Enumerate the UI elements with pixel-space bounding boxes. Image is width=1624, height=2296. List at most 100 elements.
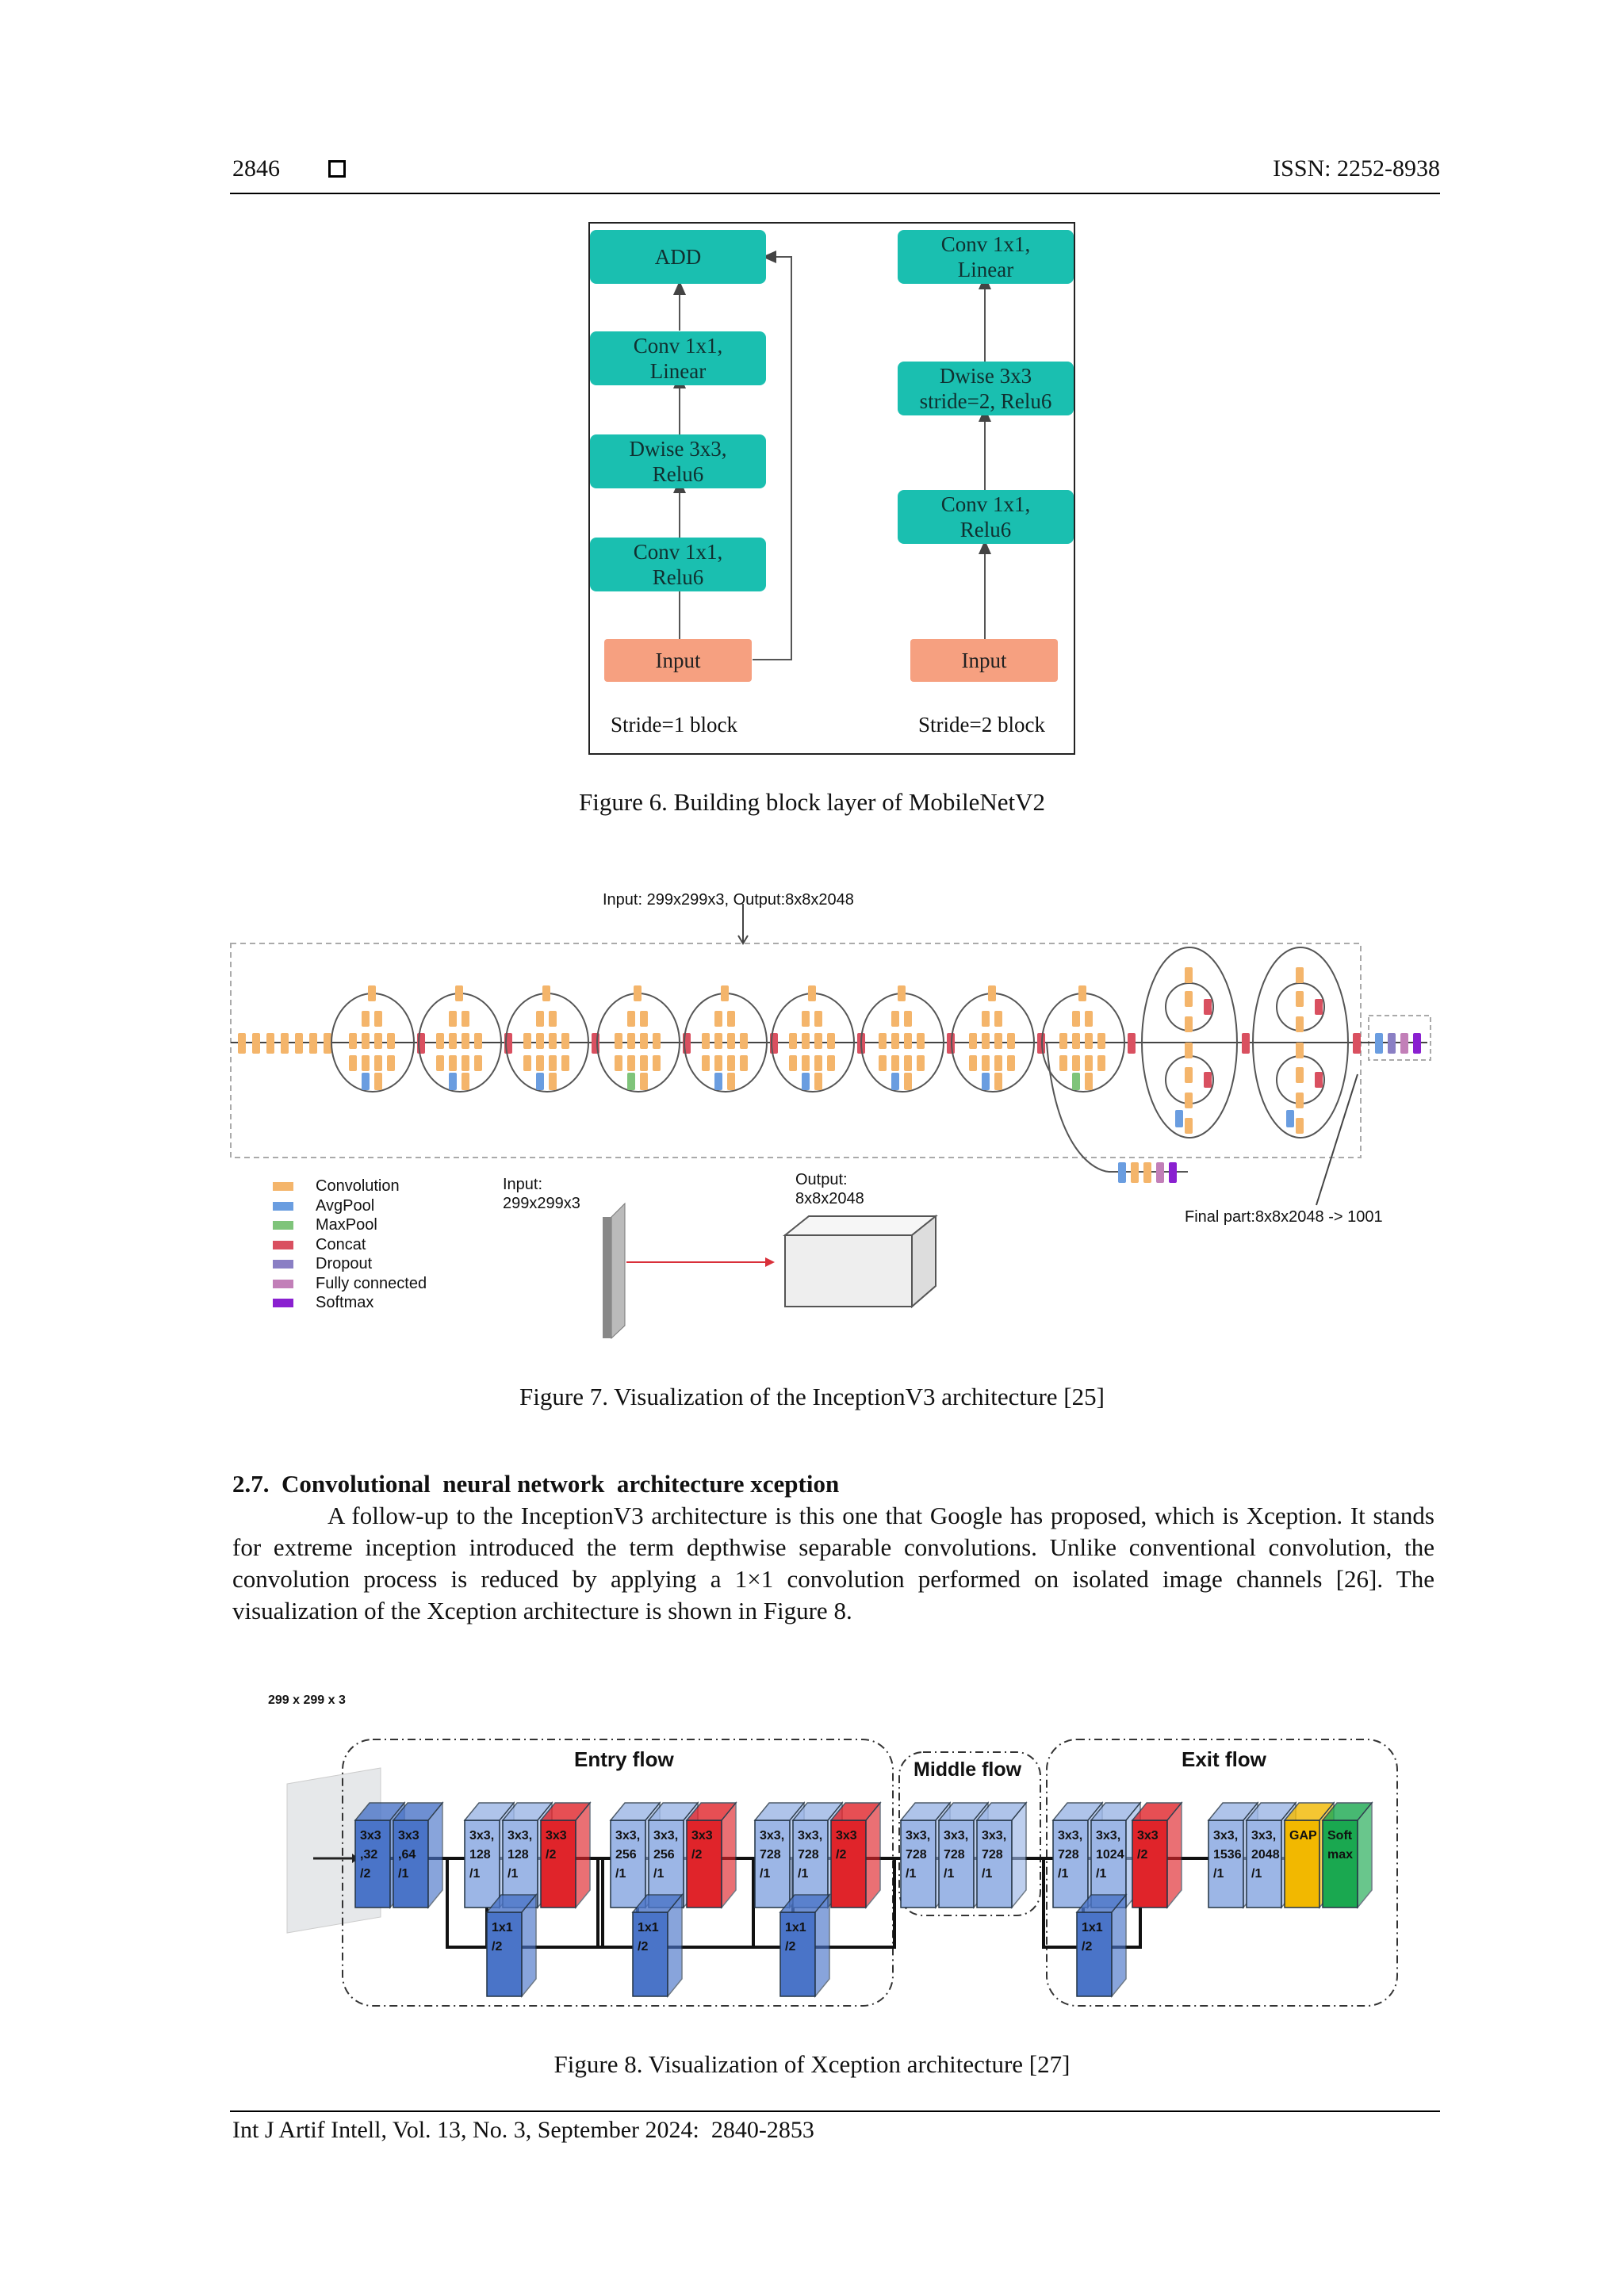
conv-layer bbox=[1085, 1011, 1093, 1027]
conv-layer bbox=[374, 1055, 382, 1071]
shortcut-s2-side bbox=[667, 1892, 683, 1999]
block-e3-text: 3x3 bbox=[1137, 1829, 1159, 1843]
conv-layer bbox=[462, 1011, 469, 1027]
block-b8-text: 3x3 bbox=[691, 1829, 713, 1843]
conv-layer bbox=[982, 1055, 990, 1071]
conv-layer bbox=[727, 1011, 735, 1027]
aux-layer bbox=[1143, 1162, 1151, 1183]
final-dashed-frame bbox=[1368, 1015, 1431, 1061]
block-b2-text: /1 bbox=[398, 1867, 408, 1881]
block-b4-text: 128 bbox=[508, 1848, 529, 1862]
legend-item: MaxPool bbox=[273, 1215, 427, 1235]
pool-layer bbox=[1175, 1110, 1183, 1127]
conv-layer bbox=[740, 1033, 748, 1049]
conv-layer bbox=[462, 1073, 469, 1090]
shortcut-s3-text: 1x1 bbox=[785, 1921, 806, 1934]
conv-layer bbox=[988, 985, 996, 1001]
transform-arrowhead bbox=[765, 1257, 775, 1267]
figure-6-caption: Figure 6. Building block layer of Mobile… bbox=[578, 788, 1046, 816]
block-m2-text: 3x3, bbox=[944, 1829, 968, 1843]
conv-layer bbox=[374, 1073, 382, 1090]
block-b2-side bbox=[427, 1800, 443, 1910]
block-b11-side bbox=[865, 1800, 881, 1910]
conv-layer bbox=[634, 985, 642, 1001]
conv-layer bbox=[449, 1033, 457, 1049]
conv-layer bbox=[640, 1011, 648, 1027]
output-box-top bbox=[783, 1215, 938, 1236]
block-e2-text: 1024 bbox=[1096, 1848, 1124, 1862]
conv-layer bbox=[561, 1055, 569, 1071]
conv-layer bbox=[994, 1011, 1002, 1027]
conv-layer bbox=[702, 1033, 710, 1049]
pool-layer bbox=[802, 1073, 810, 1090]
middle-flow-label: Middle flow bbox=[914, 1758, 1022, 1781]
block-e3-side bbox=[1166, 1800, 1182, 1910]
block-b4-text: /1 bbox=[508, 1867, 518, 1881]
conv-layer bbox=[1085, 1033, 1093, 1049]
conv-layer bbox=[549, 1033, 557, 1049]
conv-layer bbox=[969, 1033, 977, 1049]
pointer-head bbox=[737, 935, 749, 945]
conv-layer bbox=[727, 1073, 735, 1090]
s2-conv-linear-block: Conv 1x1,Linear bbox=[898, 230, 1074, 284]
pool-layer bbox=[449, 1073, 457, 1090]
block-e1-text: 3x3, bbox=[1058, 1829, 1082, 1843]
final-pointer bbox=[1316, 1073, 1358, 1206]
conv-layer bbox=[898, 985, 906, 1001]
conv-layer bbox=[449, 1055, 457, 1071]
conv-layer bbox=[727, 1055, 735, 1071]
shortcut-s4-text: /2 bbox=[1082, 1940, 1092, 1954]
conv-layer bbox=[266, 1033, 274, 1054]
concat-layer bbox=[1353, 1033, 1361, 1054]
xception-input-label: 299 x 299 x 3 bbox=[268, 1693, 346, 1707]
page-number: 2846 bbox=[232, 155, 280, 182]
conv-linear-block: Conv 1x1,Linear bbox=[590, 331, 766, 385]
legend-swatch bbox=[273, 1201, 293, 1211]
conv-layer bbox=[789, 1055, 797, 1071]
legend-swatch bbox=[273, 1221, 293, 1230]
concat-layer bbox=[1204, 1072, 1212, 1088]
pool-layer bbox=[627, 1073, 635, 1090]
conv-layer bbox=[727, 1033, 735, 1049]
header-rule bbox=[230, 193, 1440, 194]
concat-layer bbox=[1037, 1033, 1045, 1054]
conv-layer bbox=[1007, 1055, 1015, 1071]
block-b5-text: /2 bbox=[546, 1848, 556, 1862]
conv-layer bbox=[814, 1033, 822, 1049]
conv-layer bbox=[1296, 991, 1304, 1007]
conv-layer bbox=[1085, 1055, 1093, 1071]
block-e5-text: 3x3, bbox=[1251, 1829, 1276, 1843]
block-m3-text: 3x3, bbox=[982, 1829, 1006, 1843]
conv-layer bbox=[536, 1055, 544, 1071]
block-e4-text: 3x3, bbox=[1213, 1829, 1238, 1843]
conv-layer bbox=[1007, 1033, 1015, 1049]
block-b9-text: 728 bbox=[760, 1848, 781, 1862]
conv-layer bbox=[474, 1033, 482, 1049]
concat-layer bbox=[1204, 999, 1212, 1015]
conv-layer bbox=[536, 1011, 544, 1027]
block-soft-text: max bbox=[1327, 1848, 1353, 1862]
legend-item: Fully connected bbox=[273, 1274, 427, 1294]
block-b2-text: ,64 bbox=[398, 1848, 416, 1862]
module-ellipse bbox=[1141, 947, 1238, 1138]
conv-layer bbox=[615, 1055, 622, 1071]
conv-layer bbox=[891, 1011, 899, 1027]
block-b4-text: 3x3, bbox=[508, 1829, 532, 1843]
entry-flow-label: Entry flow bbox=[574, 1747, 674, 1771]
legend-swatch bbox=[273, 1299, 293, 1307]
figure-8-caption: Figure 8. Visualization of Xception arch… bbox=[553, 2050, 1071, 2078]
conv-layer bbox=[1097, 1055, 1105, 1071]
block-b6-text: /1 bbox=[615, 1867, 626, 1881]
section-heading: 2.7. Convolutional neural network archit… bbox=[232, 1470, 840, 1498]
legend-swatch bbox=[273, 1260, 293, 1269]
legend-swatch bbox=[273, 1240, 293, 1249]
shortcut-s4-side bbox=[1111, 1892, 1127, 1999]
conv-layer bbox=[387, 1033, 395, 1049]
block-b8-text: /2 bbox=[691, 1848, 702, 1862]
conv-layer bbox=[827, 1033, 835, 1049]
legend: Convolution AvgPool MaxPool Concat Dropo… bbox=[273, 1177, 427, 1313]
block-b9-text: /1 bbox=[760, 1867, 770, 1881]
conv-layer bbox=[368, 985, 376, 1001]
conv-layer bbox=[814, 1011, 822, 1027]
conv-layer bbox=[802, 1011, 810, 1027]
